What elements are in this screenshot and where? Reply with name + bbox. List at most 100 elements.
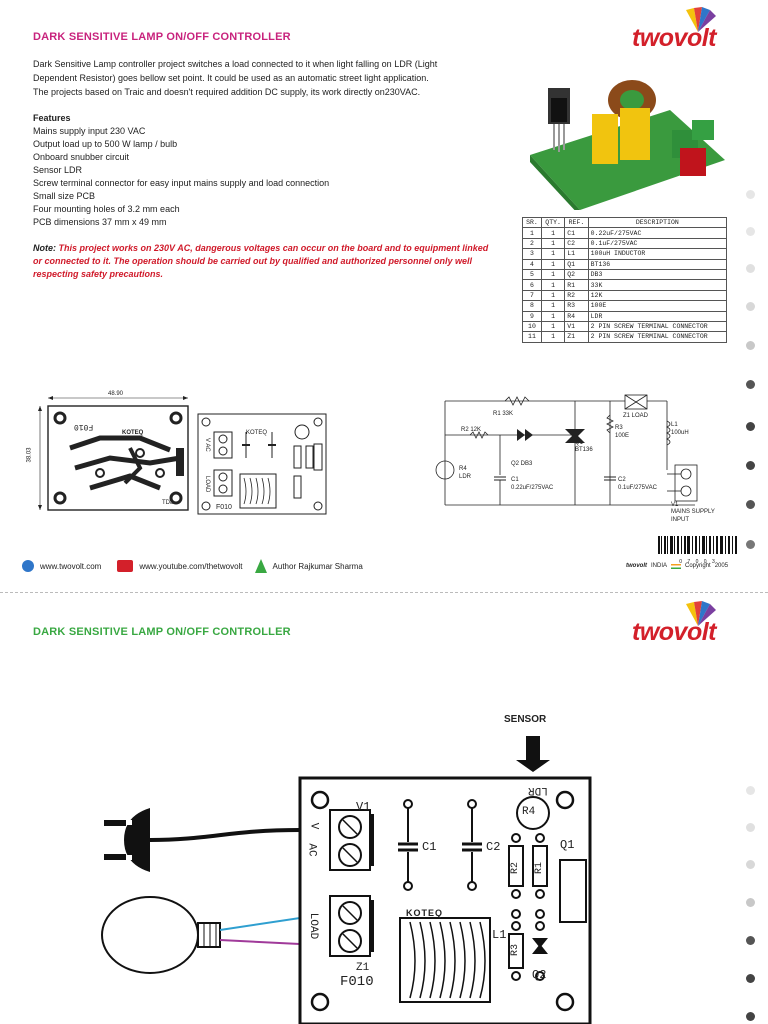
sch-r3: R3 bbox=[615, 425, 623, 431]
binder-dot bbox=[746, 1012, 755, 1021]
sch-c2: C2 bbox=[618, 477, 626, 483]
bom-cell: 12K bbox=[587, 289, 728, 302]
binder-dot bbox=[746, 422, 755, 431]
binder-dot bbox=[746, 264, 755, 273]
feature-item: Onboard snubber circuit bbox=[33, 152, 130, 162]
bom-cell: 100E bbox=[587, 300, 728, 312]
pcb-code2: TD8 bbox=[162, 500, 174, 506]
load-label: LOAD bbox=[307, 912, 320, 940]
sch-r1: R1 33K bbox=[493, 411, 514, 417]
bom-cell: 11 bbox=[522, 331, 542, 343]
bom-cell: L1 bbox=[564, 248, 589, 260]
sch-r4-val: LDR bbox=[459, 474, 472, 480]
youtube-link[interactable]: www.youtube.com/thetwovolt bbox=[139, 561, 243, 571]
v1-label: V1 bbox=[356, 800, 371, 814]
bom-cell: C1 bbox=[564, 227, 589, 239]
r1-label: R1 bbox=[534, 862, 545, 875]
logo-text: twovolt bbox=[632, 618, 717, 646]
sch-c1: C1 bbox=[511, 477, 519, 483]
pcb-width-dim: 48.90 bbox=[108, 391, 124, 397]
r3-label: R3 bbox=[510, 944, 521, 957]
pcb-code: F010 bbox=[74, 422, 94, 431]
binder-dot bbox=[746, 786, 755, 795]
product-photo bbox=[520, 70, 732, 216]
website-link[interactable]: www.twovolt.com bbox=[40, 561, 102, 571]
pen-icon bbox=[254, 559, 267, 573]
bom-cell: Q2 bbox=[564, 268, 589, 281]
intro-line: Dark Sensitive Lamp controller project s… bbox=[33, 59, 438, 69]
bom-cell: 1 bbox=[540, 258, 566, 270]
v-label: V bbox=[307, 822, 320, 830]
sch-l1: L1 bbox=[671, 422, 678, 428]
bom-cell: Z1 bbox=[564, 331, 589, 343]
barcode-text: 0 7 0 0 3 bbox=[679, 559, 717, 565]
logo-fan-icon bbox=[686, 601, 716, 626]
bom-cell: 1 bbox=[540, 268, 566, 281]
bom-header: DESCRIPTION bbox=[587, 216, 728, 229]
footer-brand: twovolt bbox=[626, 563, 647, 569]
bom-cell: 33K bbox=[587, 279, 728, 291]
footer-country: INDIA bbox=[651, 563, 668, 569]
bom-cell: R3 bbox=[564, 300, 589, 312]
sch-z1: Z1 LOAD bbox=[623, 413, 649, 419]
flag-icon bbox=[671, 563, 682, 569]
bom-cell: 1 bbox=[540, 310, 566, 322]
bom-cell: 1 bbox=[540, 279, 566, 291]
bom-header-row: SR. QTY. REF. DESCRIPTION bbox=[522, 216, 728, 229]
footer-year: 2005 bbox=[714, 563, 729, 569]
bom-header: REF. bbox=[564, 216, 589, 229]
sch-q1-val: BT136 bbox=[575, 447, 593, 453]
author-text: Author Rajkumar Sharma bbox=[272, 561, 363, 571]
twovolt-logo: twovolt bbox=[630, 6, 750, 56]
bom-cell: 1 bbox=[540, 237, 566, 250]
q1-label: Q1 bbox=[560, 838, 575, 852]
c2-label: C2 bbox=[486, 840, 501, 854]
binder-dot bbox=[746, 974, 755, 983]
bom-cell: R2 bbox=[564, 289, 589, 302]
bom-cell: 9 bbox=[522, 310, 542, 322]
bom-cell: BT136 bbox=[587, 258, 728, 270]
bom-cell: 10 bbox=[522, 320, 542, 333]
feature-item: Output load up to 500 W lamp / bulb bbox=[33, 139, 178, 149]
footer-links: www.twovolt.com www.youtube.com/thetwovo… bbox=[22, 558, 442, 574]
binder-dot bbox=[746, 380, 755, 389]
circuit-schematic: R1 33K R2 12K R4 LDR Q2 DB3 Q1 BT136 R3 … bbox=[425, 385, 725, 530]
bom-cell: 0.1uF/275VAC bbox=[587, 237, 728, 250]
sch-c2-val: 0.1uF/275VAC bbox=[618, 485, 657, 491]
intro-paragraph: Dark Sensitive Lamp controller project s… bbox=[33, 57, 493, 99]
sch-l1-val: 100uH bbox=[671, 430, 689, 436]
r4-label: R4 bbox=[522, 806, 536, 818]
sensor-label: SENSOR bbox=[504, 714, 547, 725]
bom-cell: 1 bbox=[540, 300, 566, 312]
sch-mains: MAINS SUPPLY bbox=[671, 509, 715, 515]
bom-cell: 100uH INDUCTOR bbox=[587, 248, 728, 260]
pcb-code-3: F010 bbox=[216, 504, 232, 511]
ldr-label: LDR bbox=[528, 784, 548, 796]
pcb-layout: 48.90 38.03 F010 KOTEQ TD8 V AC LOAD KOT… bbox=[27, 388, 330, 518]
board-code: F010 bbox=[340, 974, 374, 990]
bom-cell: 4 bbox=[522, 258, 542, 270]
sch-r3-val: 100E bbox=[615, 433, 630, 439]
feature-item: Four mounting holes of 3.2 mm each bbox=[33, 204, 180, 214]
feature-item: Mains supply input 230 VAC bbox=[33, 126, 146, 136]
note-label: Note: bbox=[33, 243, 56, 253]
barcode: 0 7 0 0 3 bbox=[658, 536, 738, 565]
feature-item: PCB dimensions 37 mm x 49 mm bbox=[33, 217, 167, 227]
binder-dot bbox=[746, 461, 755, 470]
binder-dot bbox=[746, 540, 755, 549]
logo-fan-icon bbox=[686, 7, 716, 32]
bom-cell: DB3 bbox=[587, 268, 728, 281]
bom-cell: LDR bbox=[587, 310, 728, 322]
bom-cell: 1 bbox=[522, 227, 542, 239]
footer-copyright: twovolt INDIA Copyright 2005 bbox=[626, 563, 728, 569]
